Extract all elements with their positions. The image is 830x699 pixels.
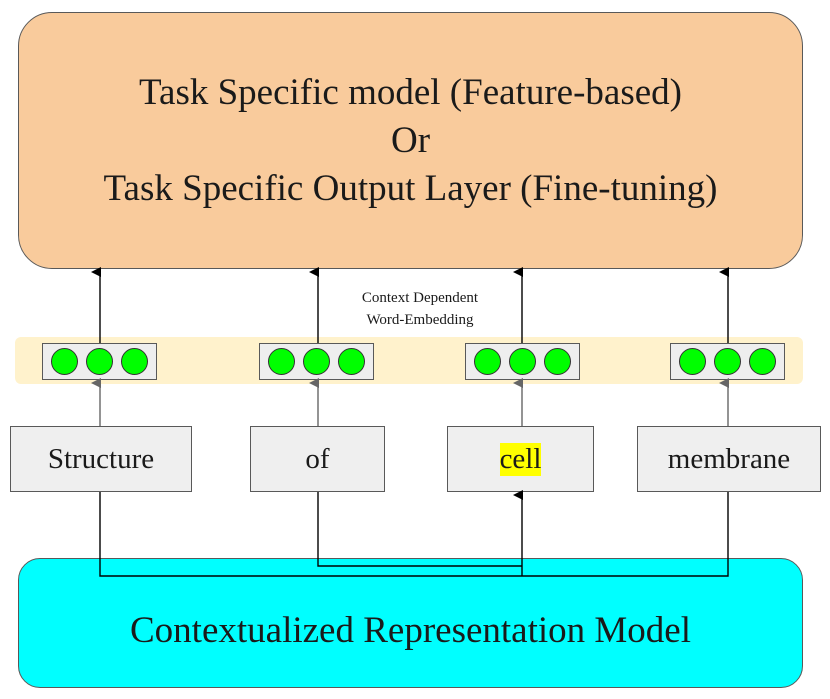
embedding-vector-2 [259, 343, 374, 380]
embedding-label-line-2: Word-Embedding [366, 312, 474, 328]
token-structure: Structure [10, 426, 192, 492]
token-of: of [250, 426, 385, 492]
embedding-dot [679, 348, 706, 375]
embedding-dot [509, 348, 536, 375]
embedding-dot [303, 348, 330, 375]
token-label: Structure [47, 442, 155, 475]
embedding-vector-3 [465, 343, 580, 380]
token-label-highlighted: cell [499, 442, 542, 476]
wire-of-to-cell [317, 492, 522, 567]
task-box-line-3: Task Specific Output Layer (Fine-tuning) [103, 167, 718, 209]
task-box-line-1: Task Specific model (Feature-based) [139, 71, 682, 113]
model-box-label: Contextualized Representation Model [129, 609, 692, 651]
contextualized-model-box: Contextualized Representation Model [18, 558, 803, 688]
task-box-line-2: Or [390, 119, 431, 161]
token-label: of [305, 442, 330, 475]
embedding-vector-4 [670, 343, 785, 380]
embedding-dot [714, 348, 741, 375]
embedding-dot [544, 348, 571, 375]
embedding-dot [268, 348, 295, 375]
embedding-dot [86, 348, 113, 375]
token-membrane: membrane [637, 426, 821, 492]
embedding-dot [474, 348, 501, 375]
embedding-dot [51, 348, 78, 375]
embedding-label: Context Dependent Word-Embedding [300, 287, 540, 331]
embedding-vector-1 [42, 343, 157, 380]
token-cell: cell [447, 426, 594, 492]
embedding-dot [338, 348, 365, 375]
token-label: membrane [667, 442, 791, 475]
embedding-dot [121, 348, 148, 375]
embedding-dot [749, 348, 776, 375]
task-specific-box: Task Specific model (Feature-based) Or T… [18, 12, 803, 269]
embedding-label-line-1: Context Dependent [361, 290, 479, 306]
